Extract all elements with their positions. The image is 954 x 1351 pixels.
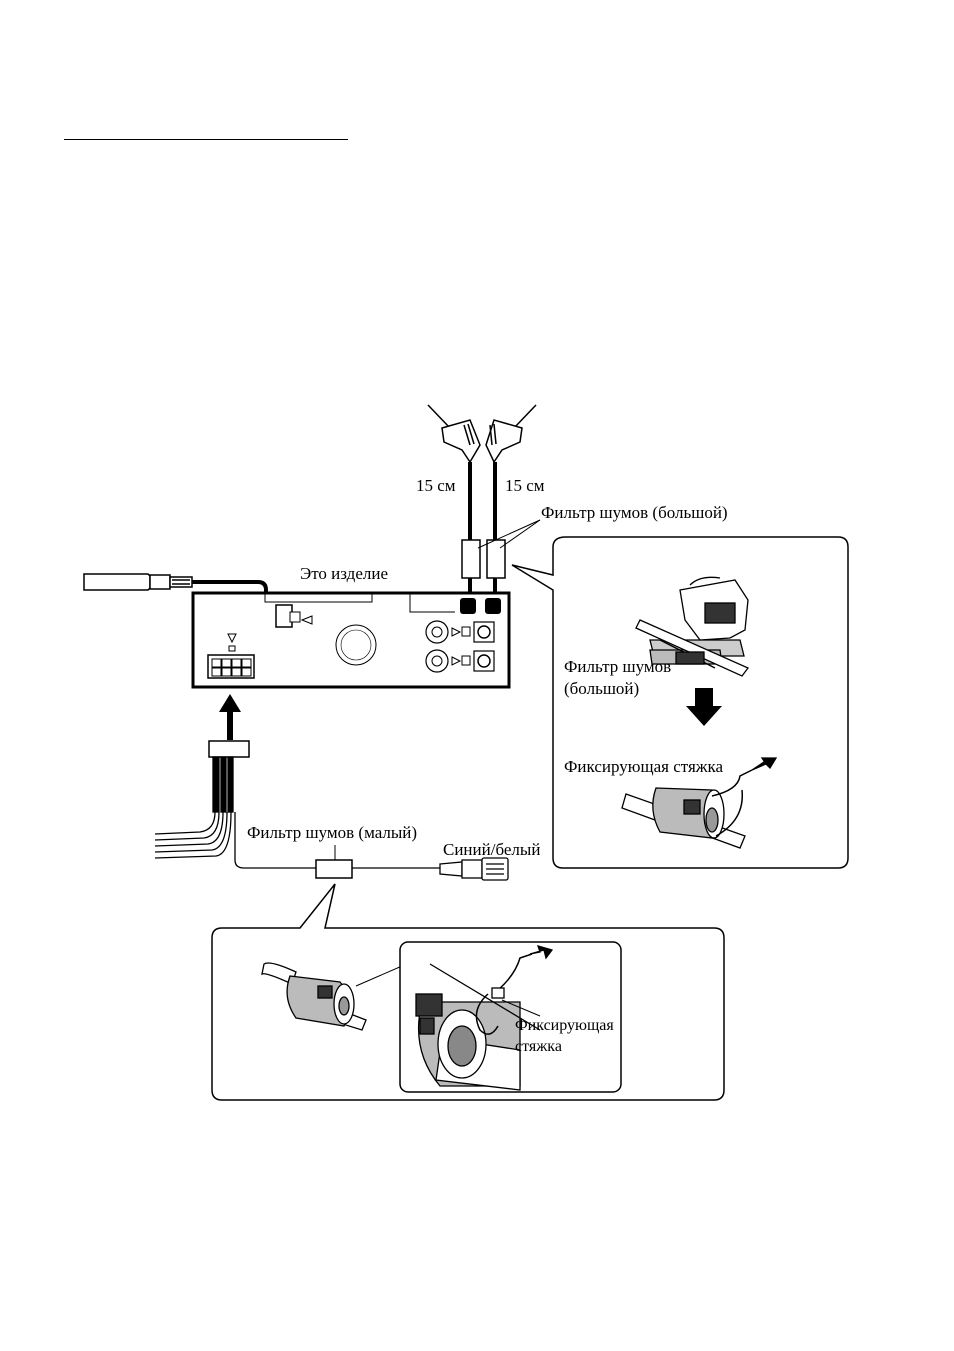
speaker-plug-left <box>428 405 480 462</box>
insert-arrow <box>219 694 241 740</box>
noise-filter-large-label: Фильтр шумов (большой) <box>541 503 728 522</box>
head-unit <box>193 593 509 687</box>
antenna-plug <box>84 574 192 590</box>
blue-white-label: Синий/белый <box>443 840 540 859</box>
length-right-label: 15 см <box>505 476 545 495</box>
fixing-tie-label-right: Фиксирующая стяжка <box>564 757 724 776</box>
speaker-cables <box>470 462 495 603</box>
this-product-label: Это изделие <box>300 564 388 583</box>
noise-filter-small-label: Фильтр шумов (малый) <box>247 823 417 842</box>
blue-white-plug <box>440 858 508 880</box>
speaker-plug-right <box>486 405 536 462</box>
fixing-tie-line1: Фиксирующая <box>515 1017 614 1034</box>
fixing-tie-line2: стяжка <box>515 1038 562 1055</box>
filter-large-line2: (большой) <box>564 679 639 698</box>
noise-filter-small <box>316 845 352 878</box>
large-filter-callout: Фильтр шумов (большой) Фиксирующая стяжк… <box>512 537 848 868</box>
small-filter-callout: Фиксирующая стяжка <box>212 884 724 1100</box>
harness-connector <box>209 741 249 757</box>
noise-filter-large-leader <box>478 520 540 548</box>
harness-wires <box>155 757 440 868</box>
length-left-label: 15 см <box>416 476 456 495</box>
filter-large-line1: Фильтр шумов <box>564 657 671 676</box>
